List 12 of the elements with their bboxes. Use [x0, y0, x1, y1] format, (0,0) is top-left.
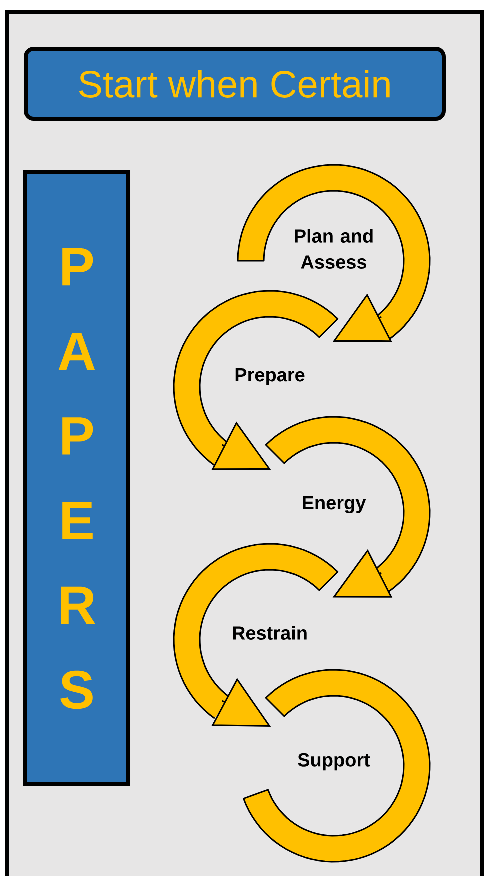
step-label: Prepare [236, 368, 305, 386]
letter: R [61, 586, 96, 624]
step-label: Energy [303, 496, 366, 514]
letter: S [60, 670, 93, 710]
letter: E [62, 502, 93, 540]
step-label: Restrain [233, 626, 307, 640]
letter: P [62, 418, 94, 455]
letter: A [58, 333, 96, 370]
step-label: Plan and Assess [295, 229, 373, 269]
letter: P [62, 248, 94, 286]
title-banner: Start when Certain [24, 47, 446, 121]
step-label: Support [298, 753, 370, 771]
